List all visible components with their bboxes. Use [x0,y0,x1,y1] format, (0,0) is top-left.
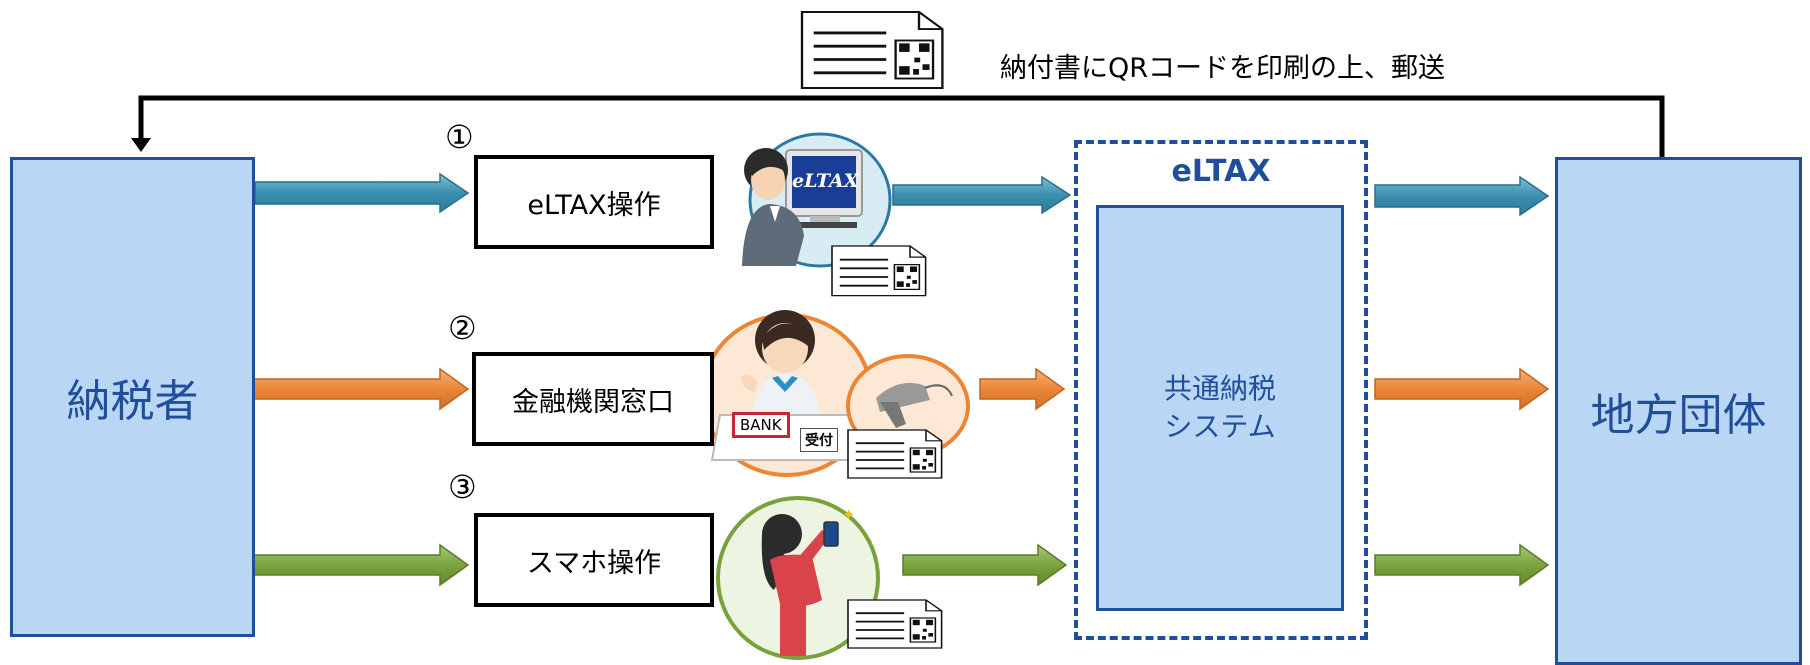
arrow-bank-to-eltax [979,367,1066,411]
arrow-eltax-to-localgov-2 [1374,367,1550,411]
step-box-smartphone: スマホ操作 [474,513,714,607]
mail-return-line [138,95,1665,157]
mail-caption: 納付書にQRコードを印刷の上、郵送 [1000,53,1446,84]
pc-screen-logo: eLTAX [792,170,859,192]
step-box-eltax-operation: eLTAX操作 [474,155,714,249]
arrow-eltax-to-localgov-1 [1374,175,1550,217]
qr-document-icon-3 [846,598,943,650]
arrow-taxpayer-to-bank [251,367,470,411]
svg-text:✦: ✦ [842,505,855,524]
local-government-label: 地方団体 [1590,390,1767,441]
arrow-eltax-to-localgov-3 [1374,543,1550,587]
arrow-pc-to-eltax [892,175,1072,215]
qr-document-icon [800,10,945,90]
pc-operator-illustration [742,132,892,268]
step-number-1: ① [445,118,474,156]
step-box-bank-counter: 金融機関窓口 [472,352,714,446]
system-label-line1: 共通納税 [1163,372,1276,405]
step-label-3: スマホ操作 [526,547,662,579]
local-government-box: 地方団体 [1555,157,1802,665]
reception-sign: 受付 [800,428,838,452]
arrow-smartphone-to-eltax [902,543,1068,587]
taxpayer-box: 納税者 [10,157,255,637]
arrow-taxpayer-to-eltax-operation [254,172,470,214]
step-label-2: 金融機関窓口 [512,386,674,418]
system-label-line2: システム [1164,410,1276,443]
step-number-3: ③ [448,468,477,506]
step-label-1: eLTAX操作 [527,189,661,221]
taxpayer-label: 納税者 [66,376,199,427]
common-tax-system-box: 共通納税 システム [1096,205,1344,611]
smartphone-user-illustration: ✦ [716,496,880,660]
bank-sign: BANK [732,412,790,438]
qr-document-icon-2 [846,428,943,480]
qr-document-icon-1 [830,244,927,297]
mail-return-arrowhead [131,138,151,152]
eltax-title: eLTAX [1171,154,1271,189]
step-number-2: ② [448,309,477,347]
arrow-taxpayer-to-smartphone [251,543,470,587]
